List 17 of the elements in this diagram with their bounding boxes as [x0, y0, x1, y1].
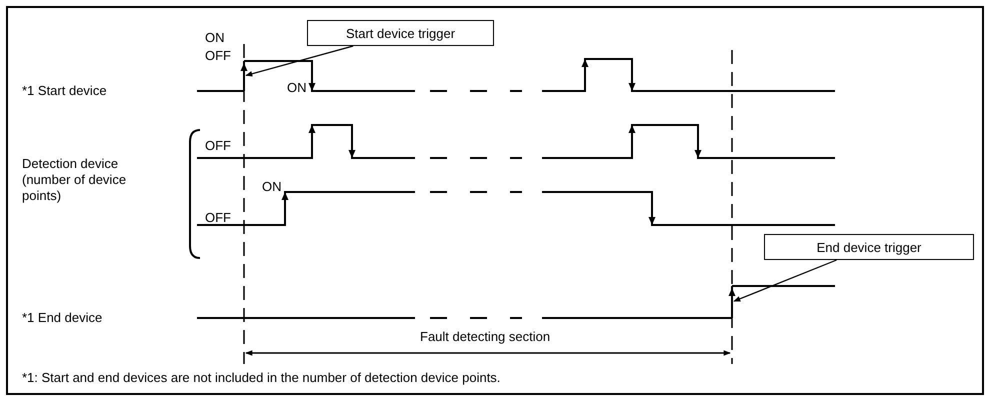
- state-label: ON: [262, 179, 282, 195]
- signal-label: *1 Start device: [22, 83, 107, 99]
- signal-label: *1 End device: [22, 310, 102, 326]
- footnote: *1: Start and end devices are not included in the number of detection device points.: [22, 370, 500, 386]
- state-label: OFF: [205, 48, 231, 64]
- state-label: ON: [205, 30, 224, 46]
- leader-line: [245, 45, 354, 76]
- callout-box: End device trigger: [764, 234, 974, 260]
- state-label: ON: [287, 80, 306, 96]
- state-label: OFF: [205, 138, 231, 154]
- signal-label: Detection device (number of device points): [22, 156, 128, 204]
- rising-edge: [243, 61, 245, 91]
- leader-line: [733, 259, 837, 302]
- rising-edge: [731, 286, 733, 318]
- state-label: OFF: [205, 210, 231, 226]
- dimension-label: Fault detecting section: [420, 329, 550, 345]
- callout-box: Start device trigger: [307, 20, 494, 46]
